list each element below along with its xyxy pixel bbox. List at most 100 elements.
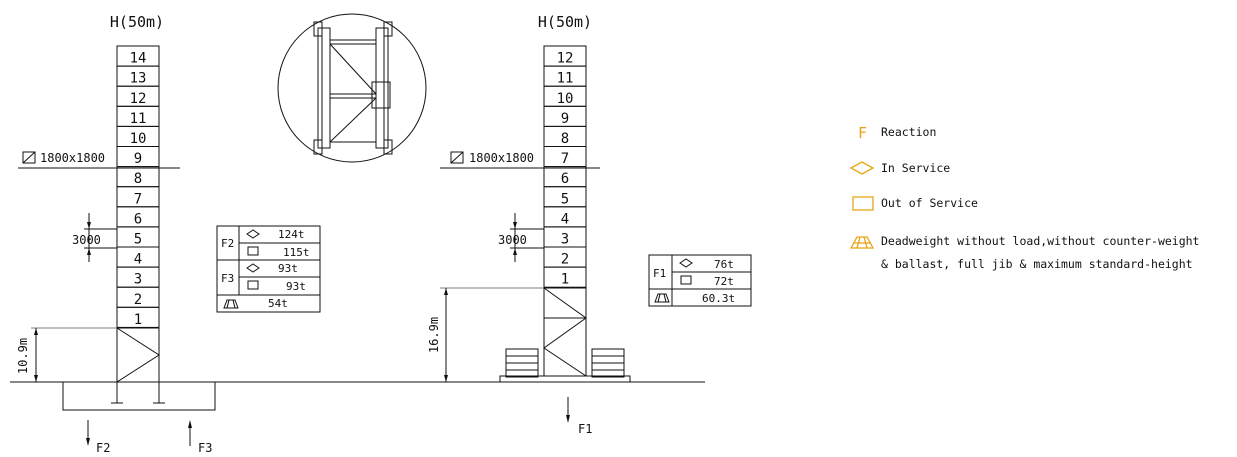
right-tower-segment-label: 2: [561, 252, 569, 268]
left-section-icon-diag: [22, 151, 36, 164]
left-reaction-table: F2 F3 124t 115t 93t 93t 54t: [216, 225, 321, 313]
right-tower-segment-label: 7: [561, 151, 569, 167]
left-tower-segment-label: 13: [130, 71, 147, 87]
left-foundation: [62, 381, 216, 411]
right-table-group-f1: F1: [653, 267, 666, 280]
f2-arrow-head: [86, 438, 90, 446]
out-of-service-icon: [247, 246, 259, 256]
left-height-label: 10.9m: [16, 338, 30, 374]
left-tower-segment-label: 14: [130, 51, 147, 67]
left-tower-segment-label: 11: [130, 111, 147, 127]
left-dim-arrow-bottom: [87, 248, 91, 255]
detail-lug-bl: [313, 139, 323, 155]
left-section-label: 1800x1800: [40, 151, 105, 165]
left-row-value: 54t: [268, 297, 288, 310]
right-reaction-table: F1 76t 72t 60.3t: [648, 254, 752, 307]
right-tower-segment-label: 10: [557, 91, 574, 107]
in-service-icon: [246, 263, 260, 273]
out-of-service-icon: [852, 196, 874, 211]
left-dim-arrow-top: [87, 222, 91, 229]
right-tower-segments: 12 11 10 9 8 7 6 5 4 3 2 1: [543, 45, 587, 288]
right-row-value: 60.3t: [702, 292, 735, 305]
right-tower-segment-label: 9: [561, 111, 569, 127]
right-base-brace: [543, 287, 587, 377]
right-height-arrow-top: [444, 288, 448, 295]
right-ballast-left: [505, 348, 539, 378]
left-tower-segment-label: 10: [130, 131, 147, 147]
left-tower-segment-label: 5: [134, 232, 142, 248]
right-tower-segment-label: 1: [561, 272, 569, 288]
right-height-arrow-bottom: [444, 375, 448, 382]
out-of-service-icon: [247, 280, 259, 290]
left-tower-segment-label: 2: [134, 292, 142, 308]
right-tower-segment-label: 3: [561, 232, 569, 248]
right-tower-segment: [543, 266, 587, 288]
right-tower-segment-label: 11: [557, 71, 574, 87]
legend-deadweight-line1: Deadweight without load,without counter-…: [881, 234, 1200, 248]
detail-diagonal-1: [329, 43, 377, 95]
left-tower-segment-label: 4: [134, 252, 142, 268]
right-tower-segment-label: 8: [561, 131, 569, 147]
right-tower-segment-label: 4: [561, 211, 569, 227]
deadweight-icon: [223, 299, 239, 309]
left-tower-title: H(50m): [110, 13, 164, 31]
right-tower-title: H(50m): [538, 13, 592, 31]
left-tower-segment-label: 6: [134, 211, 142, 227]
in-service-icon: [679, 258, 693, 268]
detail-diagonal-2: [329, 97, 377, 143]
left-tower-segment-label: 7: [134, 191, 142, 207]
right-tower-segment-label: 5: [561, 191, 569, 207]
right-table-frame: [648, 254, 752, 307]
detail-right-chord: [375, 27, 389, 149]
left-height-arrow-top: [34, 328, 38, 335]
left-tower-segment-label: 12: [130, 91, 147, 107]
left-table-group-f2: F2: [221, 237, 234, 250]
f3-label: F3: [198, 441, 212, 455]
right-dim-arrow-bottom: [513, 248, 517, 255]
left-tower-segment-label: 8: [134, 171, 142, 187]
out-of-service-icon: [680, 275, 692, 285]
detail-lug-tl: [313, 21, 323, 37]
left-tower-segment-label: 9: [134, 151, 142, 167]
right-height-label: 16.9m: [427, 317, 441, 353]
in-service-icon: [246, 229, 260, 239]
detail-circle: [277, 13, 427, 163]
right-base-frame: [543, 287, 587, 377]
deadweight-icon: [654, 293, 670, 303]
left-row-value: 115t: [283, 246, 310, 259]
left-tower-segment-label: 1: [134, 312, 142, 328]
right-tower: H(50m) 12 11 10 9 8 7 6 5 4 3 2 1 1800x1800: [427, 13, 752, 436]
left-height-arrow-bottom: [34, 375, 38, 382]
detail-lug-br: [383, 139, 393, 155]
left-row-value: 93t: [278, 262, 298, 275]
reaction-symbol: F: [858, 124, 867, 142]
legend-in-service: In Service: [881, 161, 950, 175]
f1-label: F1: [578, 422, 592, 436]
left-table-group-f3: F3: [221, 272, 234, 285]
right-spacing-label: 3000: [498, 233, 527, 247]
left-tower-segments: 14 13 12 11 10 9 8 7 6 5 4 3 2 1: [116, 45, 160, 328]
right-section-label: 1800x1800: [469, 151, 534, 165]
right-tower-segment-label: 6: [561, 171, 569, 187]
legend-deadweight-line2: & ballast, full jib & maximum standard-h…: [881, 257, 1193, 271]
detail-left-chord: [317, 27, 331, 149]
right-section-icon: [450, 151, 464, 164]
left-row-value: 93t: [286, 280, 306, 293]
right-tower-segment-label: 12: [557, 51, 574, 67]
left-base-frame: [116, 327, 160, 383]
left-tower-segment-label: 3: [134, 272, 142, 288]
right-row-value: 72t: [714, 275, 734, 288]
right-ballast-right: [591, 348, 625, 378]
right-section-icon-diag: [450, 151, 464, 164]
legend-reaction: Reaction: [881, 125, 936, 139]
detail-lug-tr: [383, 21, 393, 37]
detail-gusset: [371, 81, 391, 109]
left-table-frame: [216, 225, 321, 313]
f3-arrow-head: [188, 420, 192, 428]
left-section-icon: [22, 151, 36, 164]
section-detail-circle: [277, 13, 427, 163]
f1-arrow-head: [566, 415, 570, 423]
left-row-value: 124t: [278, 228, 305, 241]
